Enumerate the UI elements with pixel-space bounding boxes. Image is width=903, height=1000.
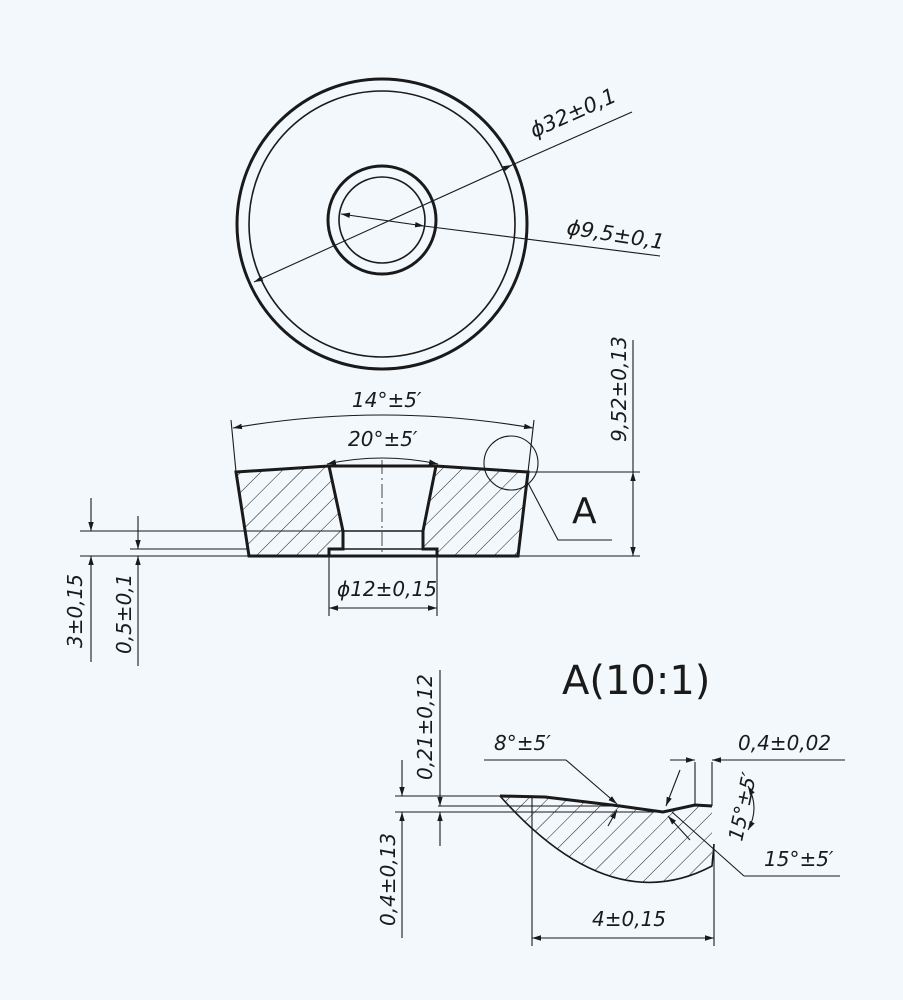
inner-diameter-leader bbox=[423, 225, 661, 257]
length-label: 4±0,15 bbox=[592, 907, 666, 931]
detail-title: A(10:1) bbox=[562, 658, 710, 704]
bore-outline bbox=[327, 465, 439, 556]
outer-angle-ext-left bbox=[230, 419, 237, 473]
outer-diameter-line bbox=[253, 164, 513, 283]
width-label: 0,4±0,02 bbox=[738, 731, 831, 755]
angle-a-line bbox=[565, 759, 618, 805]
inner-diameter-label: ϕ9,5±0,1 bbox=[565, 215, 666, 254]
detail-leader bbox=[527, 482, 612, 541]
outer-diameter-label: ϕ32±0,1 bbox=[526, 83, 619, 142]
section-body-right bbox=[423, 466, 528, 556]
detail-view: A(10:1) 0,21±0,12 0,4±0,13 8°±5′ 0,4±0,0… bbox=[376, 658, 845, 946]
outer-angle-label: 14°±5′ bbox=[352, 388, 422, 412]
detail-callout-label: A bbox=[572, 491, 597, 532]
inner-angle-arc bbox=[326, 457, 439, 465]
detail-bottom-arc bbox=[499, 795, 715, 884]
angle-b-label: 15°±5′ bbox=[723, 770, 761, 843]
detail-top-edge bbox=[499, 794, 713, 814]
step-depth-label: 3±0,15 bbox=[63, 574, 87, 648]
top-view: ϕ32±0,1 ϕ9,5±0,1 bbox=[235, 77, 666, 371]
angle-b-arc bbox=[747, 785, 755, 831]
outer-angle-arc bbox=[232, 414, 534, 430]
inner-angle-label: 20°±5′ bbox=[348, 427, 418, 451]
outer-diameter-leader bbox=[511, 111, 633, 166]
angle-a-label: 8°±5′ bbox=[494, 731, 551, 755]
detail-circle bbox=[483, 435, 539, 491]
angle-a-tick bbox=[607, 809, 618, 827]
section-view: 14°±5′ 20°±5′ A 9,52±0,13 ϕ12±0,15 3±0,1… bbox=[63, 336, 640, 666]
depth-label: 0,21±0,12 bbox=[413, 674, 437, 780]
height-label: 9,52±0,13 bbox=[607, 336, 631, 442]
step-offset-label: 0,5±0,1 bbox=[112, 574, 136, 654]
inner-diameter-line bbox=[340, 212, 425, 228]
outer-angle-ext-right bbox=[527, 419, 535, 473]
outer-inner-circle bbox=[248, 90, 516, 358]
section-body-left bbox=[236, 466, 343, 556]
angle-c-label: 15°±5′ bbox=[764, 847, 834, 871]
angle-b-arrow-2 bbox=[667, 815, 691, 841]
angle-b-arrow-1 bbox=[665, 769, 681, 807]
height-label: 0,4±0,13 bbox=[376, 833, 400, 926]
detail-body bbox=[500, 796, 712, 883]
outer-circle bbox=[235, 77, 529, 371]
bore-diameter-label: ϕ12±0,15 bbox=[337, 577, 437, 601]
angle-c-leader bbox=[671, 811, 745, 877]
